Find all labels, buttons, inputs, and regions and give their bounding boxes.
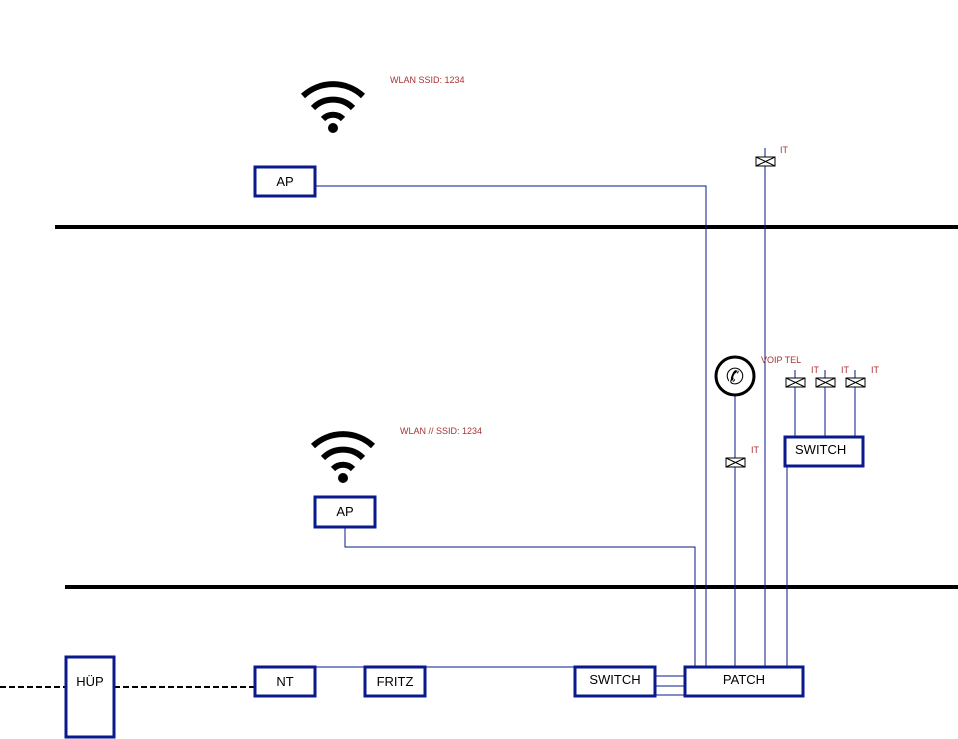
network-outlet-icon xyxy=(785,377,866,388)
network-outlet-icon xyxy=(755,156,776,167)
wlan-label-middle: WLAN // SSID: 1234 xyxy=(400,426,482,436)
outlet-label: IT xyxy=(751,445,760,455)
voip-label: VOIP TEL xyxy=(761,355,801,365)
svg-text:SWITCH: SWITCH xyxy=(795,442,846,457)
svg-text:HÜP: HÜP xyxy=(76,674,103,689)
nt-box: NT xyxy=(253,665,317,698)
phone-icon: ✆ xyxy=(714,355,756,397)
access-point-middle: AP xyxy=(313,495,377,529)
hup-box: HÜP xyxy=(64,655,116,739)
svg-text:PATCH: PATCH xyxy=(723,672,765,687)
outlet-label: IT xyxy=(841,365,850,375)
switch-middle: SWITCH xyxy=(783,435,865,468)
wlan-label-upper: WLAN SSID: 1234 xyxy=(390,75,465,85)
switch-ground: SWITCH xyxy=(573,665,657,698)
svg-text:FRITZ: FRITZ xyxy=(377,674,414,689)
svg-text:AP: AP xyxy=(336,504,353,519)
fritz-box: FRITZ xyxy=(363,665,427,698)
patch-panel: PATCH xyxy=(683,665,805,698)
wifi-icon xyxy=(310,431,376,483)
wires xyxy=(315,148,856,696)
svg-text:NT: NT xyxy=(276,674,293,689)
svg-text:SWITCH: SWITCH xyxy=(589,672,640,687)
svg-text:AP: AP xyxy=(276,174,293,189)
network-outlet-icon xyxy=(725,457,746,468)
outlet-label: IT xyxy=(811,365,820,375)
access-point-upper: AP xyxy=(253,165,317,198)
outlet-label: IT xyxy=(871,365,880,375)
wifi-icon xyxy=(300,81,366,133)
svg-text:✆: ✆ xyxy=(726,365,744,390)
outlet-label: IT xyxy=(780,145,789,155)
